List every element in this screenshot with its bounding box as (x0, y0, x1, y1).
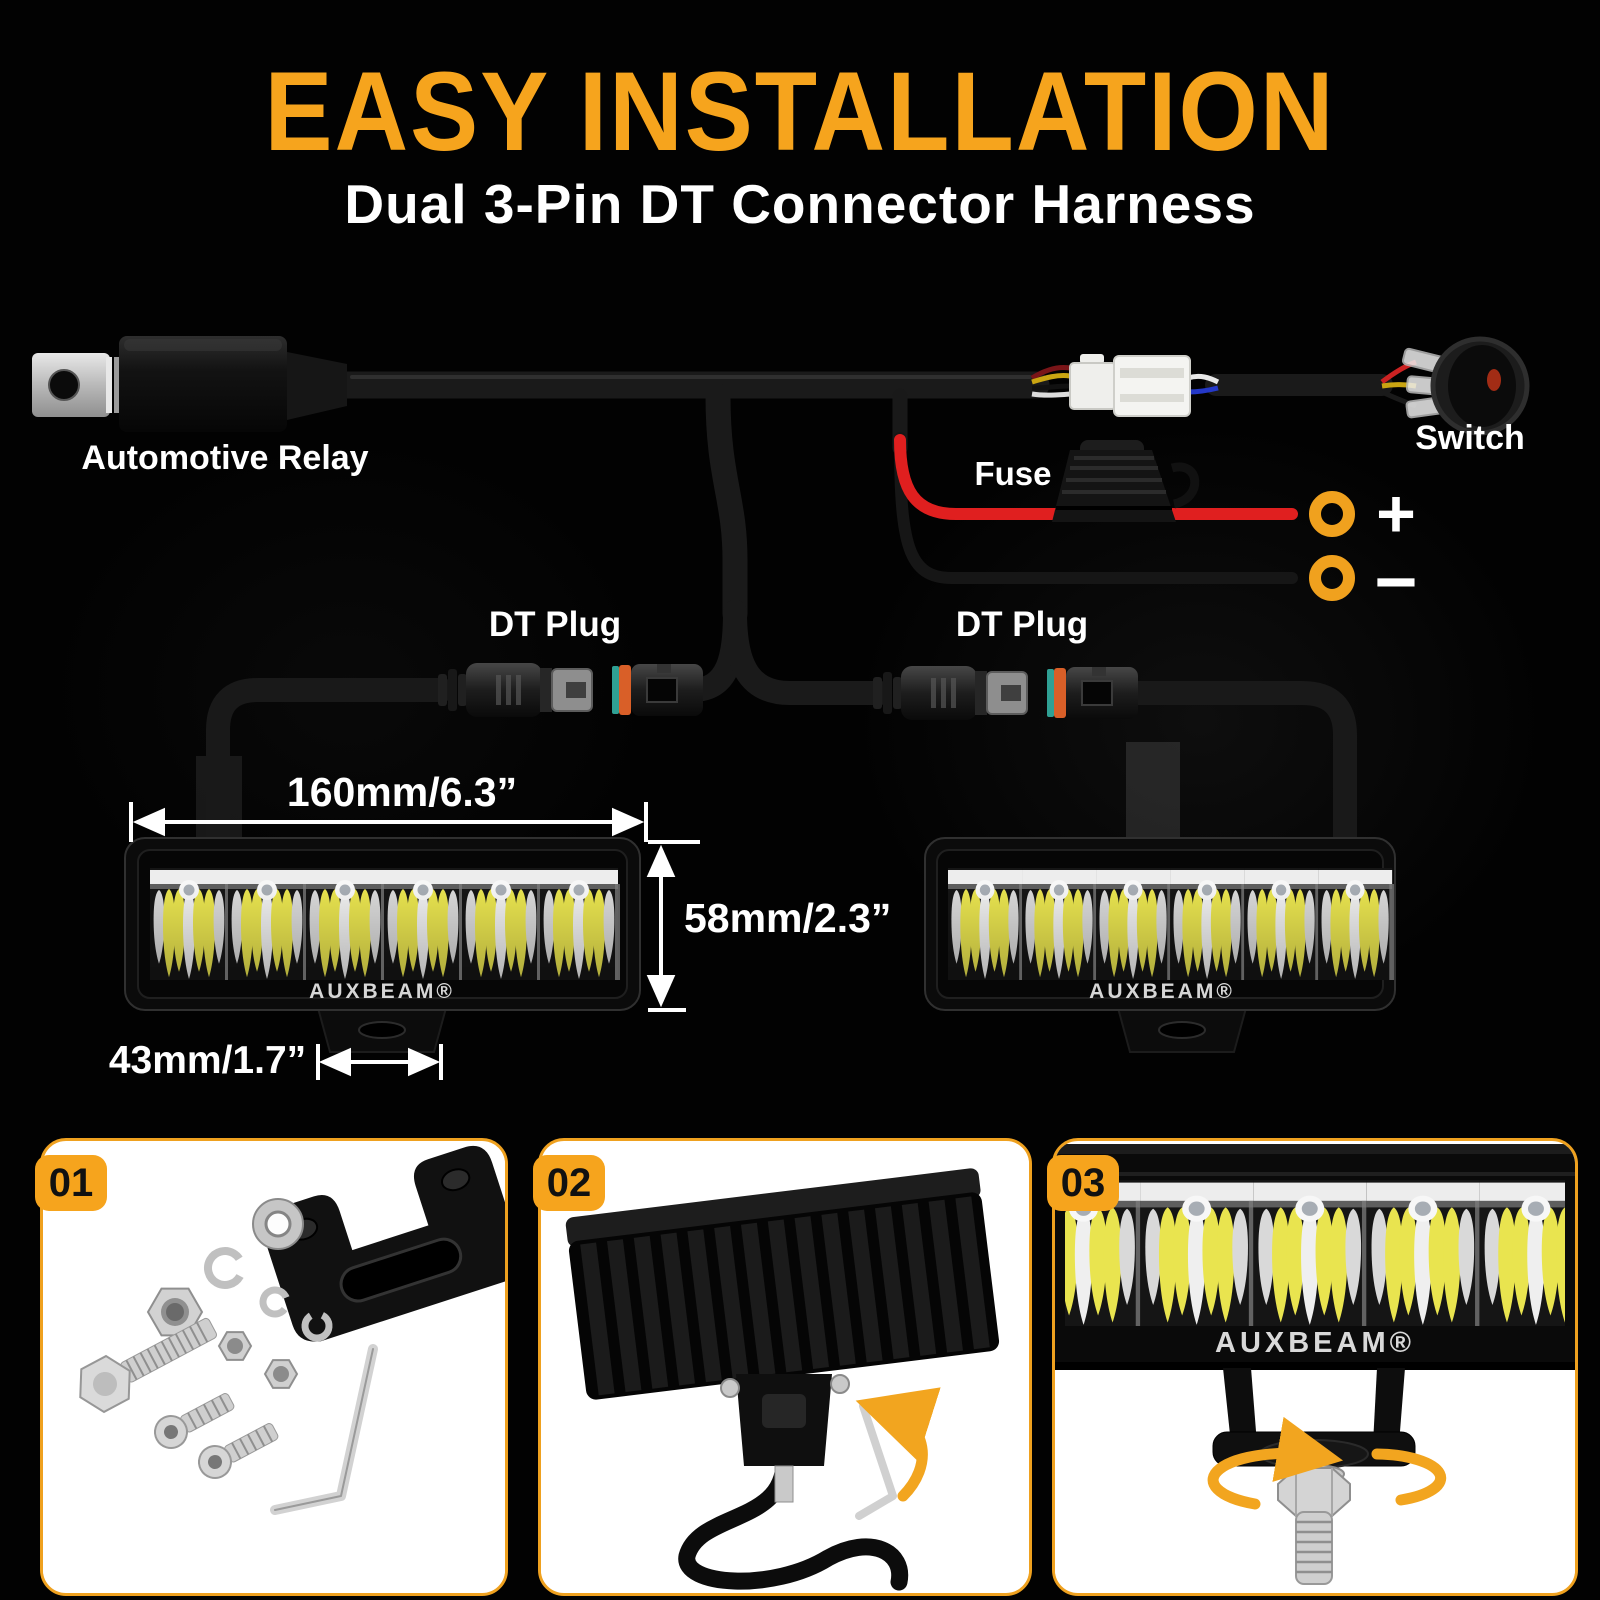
page-subtitle: Dual 3-Pin DT Connector Harness (344, 173, 1256, 235)
light-bar-left (124, 837, 641, 1053)
rocker-switch (1380, 336, 1530, 436)
flat-washer (252, 1198, 304, 1250)
battery-positive-label: + (1376, 475, 1416, 552)
allen-key (270, 1344, 378, 1515)
harness-cables (206, 371, 1393, 864)
brand-logo-panel3: AUXBEAM® (1215, 1327, 1415, 1359)
socket-screw (154, 1393, 235, 1449)
brand-logo-right: AUXBEAM® (1089, 980, 1235, 1003)
panel-2-photo (541, 1141, 1029, 1593)
dimension-arrows (129, 802, 700, 1080)
battery-negative-label: − (1374, 540, 1418, 624)
wiring-diagram (32, 336, 1530, 1080)
step-panel-1: 01 (35, 1138, 508, 1596)
lock-washer-small (259, 1286, 291, 1318)
rotate-arrow (855, 1387, 941, 1502)
step-panel-3: 03 AUXBEAM® (1047, 1138, 1578, 1596)
brand-logo-left: AUXBEAM® (309, 980, 455, 1003)
mounting-bracket-rear (720, 1374, 850, 1503)
rear-mounting-illustration (541, 1144, 1029, 1591)
bolt-tightening-illustration (1055, 1144, 1575, 1590)
heat-sink (565, 1168, 1000, 1400)
switch-label: Switch (1415, 419, 1525, 457)
dt-plug-pair-left (437, 662, 704, 718)
background-pole (1126, 742, 1180, 850)
battery-leads (892, 388, 1298, 584)
dt-plug-right-label: DT Plug (955, 605, 1089, 644)
step-badge-2: 02 (533, 1155, 605, 1211)
hex-nut-small (263, 1359, 299, 1389)
panel-1-photo (43, 1141, 505, 1593)
hex-bolt (79, 1317, 217, 1414)
panel-3-photo (1055, 1141, 1575, 1593)
step-badge-1: 01 (35, 1155, 107, 1211)
socket-screw (198, 1423, 279, 1479)
hex-nut-small (217, 1331, 253, 1361)
fuse-label: Fuse (974, 455, 1052, 492)
step-panel-2: 02 (533, 1138, 1032, 1596)
dt-plug-pair-right (872, 665, 1139, 721)
dimension-length-label: 160mm/6.3” (286, 769, 518, 815)
molex-connector (1030, 354, 1220, 417)
dimension-height-label: 58mm/2.3” (684, 895, 892, 941)
light-bar-right (924, 837, 1396, 1053)
cable-loop (678, 1451, 909, 1591)
fuse-holder (1052, 440, 1200, 522)
dt-plug-left-label: DT Plug (488, 605, 622, 644)
mounting-hardware-illustration (43, 1144, 505, 1590)
hex-nut-large (146, 1287, 204, 1337)
light-bar-closeup (1055, 1144, 1575, 1370)
ring-terminal-negative (1309, 555, 1355, 601)
automotive-relay (32, 336, 347, 432)
relay-label: Automotive Relay (81, 439, 369, 477)
rotate-arrow (1207, 1416, 1447, 1510)
lock-washer-small (301, 1310, 333, 1342)
step-badge-3: 03 (1047, 1155, 1119, 1211)
page-title: EASY INSTALLATION (264, 48, 1336, 175)
ring-terminal-positive (1309, 491, 1355, 537)
lock-washer (204, 1247, 246, 1289)
dimension-bracket-label: 43mm/1.7” (108, 1039, 307, 1082)
